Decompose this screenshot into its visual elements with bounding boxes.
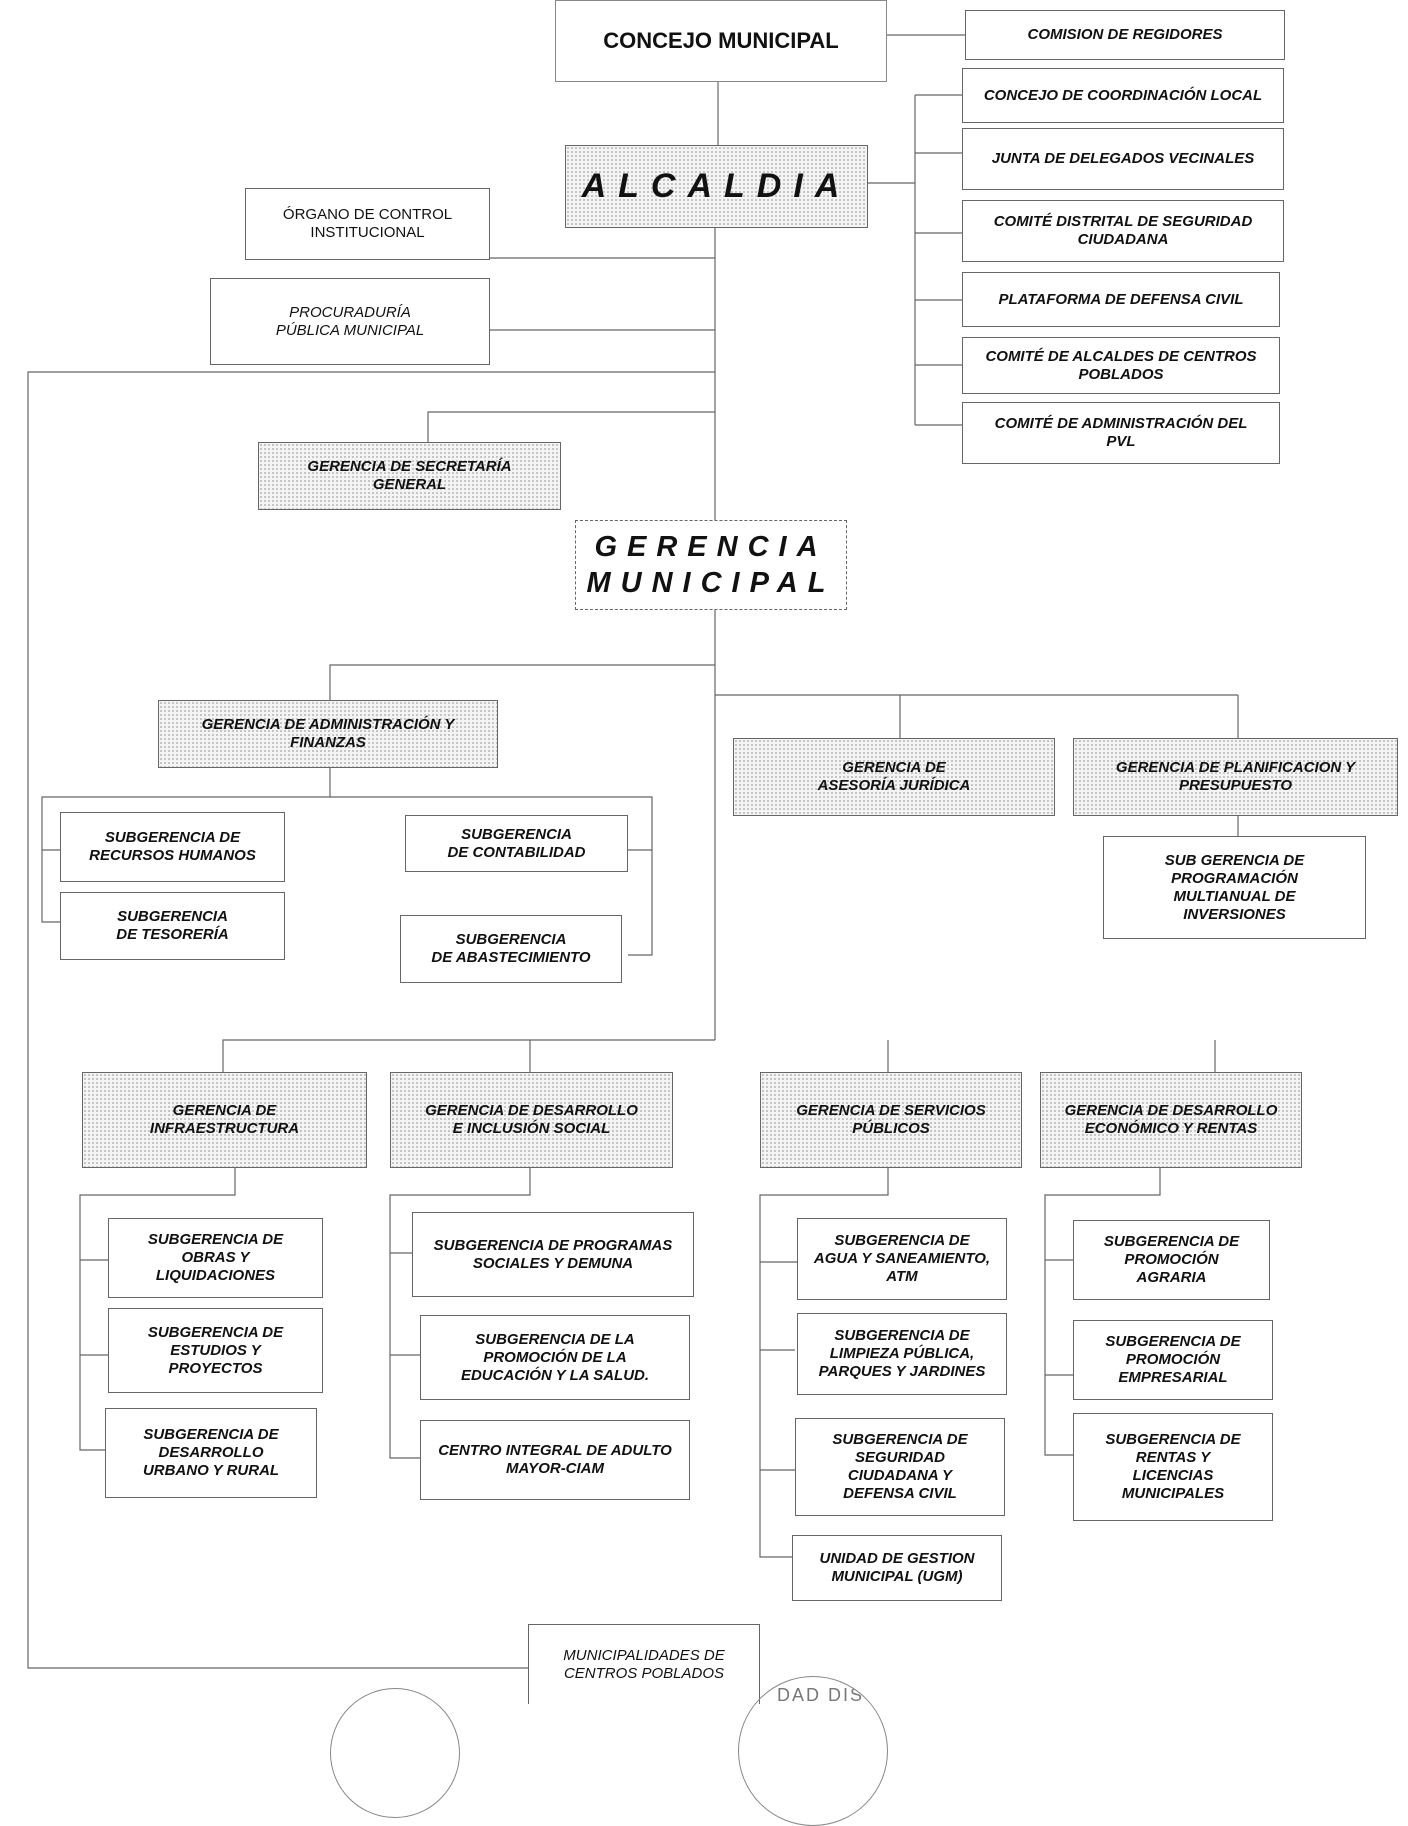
comite-seguridad-label: COMITÉ DISTRITAL DE SEGURIDAD CIUDADANA xyxy=(993,213,1253,248)
centros-poblados-box: MUNICIPALIDADES DE CENTROS POBLADOS xyxy=(528,1624,760,1704)
desarrollo-social-box: GERENCIA DE DESARROLLO E INCLUSIÓN SOCIA… xyxy=(390,1072,673,1168)
desarrollo-economico-label: GERENCIA DE DESARROLLO ECONÓMICO Y RENTA… xyxy=(1064,1102,1278,1137)
ciam-label: CENTRO INTEGRAL DE ADULTO MAYOR-CIAM xyxy=(438,1442,672,1477)
concejo-coordinacion-local-box: CONCEJO DE COORDINACIÓN LOCAL xyxy=(962,68,1284,123)
procuraduria-label: PROCURADURÍA PÚBLICA MUNICIPAL xyxy=(275,303,425,339)
comision-regidores-label: COMISION DE REGIDORES xyxy=(1027,26,1223,43)
infraestructura-box: GERENCIA DE INFRAESTRUCTURA xyxy=(82,1072,367,1168)
estudios-proyectos-label: SUBGERENCIA DE ESTUDIOS Y PROYECTOS xyxy=(147,1323,284,1377)
promocion-empresarial-label: SUBGERENCIA DE PROMOCIÓN EMPRESARIAL xyxy=(1105,1333,1241,1386)
administracion-finanzas-box: GERENCIA DE ADMINISTRACIÓN Y FINANZAS xyxy=(158,700,498,768)
procuraduria-box: PROCURADURÍA PÚBLICA MUNICIPAL xyxy=(210,278,490,365)
organo-control-box: ÓRGANO DE CONTROL INSTITUCIONAL xyxy=(245,188,490,260)
desarrollo-economico-box: GERENCIA DE DESARROLLO ECONÓMICO Y RENTA… xyxy=(1040,1072,1302,1168)
contabilidad-box: SUBGERENCIA DE CONTABILIDAD xyxy=(405,815,628,872)
ugm-label: UNIDAD DE GESTION MUNICIPAL (UGM) xyxy=(819,1550,975,1585)
ciam-box: CENTRO INTEGRAL DE ADULTO MAYOR-CIAM xyxy=(420,1420,690,1500)
promocion-agraria-box: SUBGERENCIA DE PROMOCIÓN AGRARIA xyxy=(1073,1220,1270,1300)
plataforma-defensa-box: PLATAFORMA DE DEFENSA CIVIL xyxy=(962,272,1280,327)
concejo-coordinacion-local-label: CONCEJO DE COORDINACIÓN LOCAL xyxy=(983,86,1263,104)
secretaria-general-box: GERENCIA DE SECRETARÍA GENERAL xyxy=(258,442,561,510)
gerencia-municipal-label: GERENCIA MUNICIPAL xyxy=(586,530,836,599)
comite-alcaldes-box: COMITÉ DE ALCALDES DE CENTROS POBLADOS xyxy=(962,337,1280,394)
stamp-seal-right: DAD DIS xyxy=(738,1676,888,1826)
limpieza-publica-box: SUBGERENCIA DE LIMPIEZA PÚBLICA, PARQUES… xyxy=(797,1313,1007,1395)
ugm-box: UNIDAD DE GESTION MUNICIPAL (UGM) xyxy=(792,1535,1002,1601)
promocion-agraria-label: SUBGERENCIA DE PROMOCIÓN AGRARIA xyxy=(1103,1233,1240,1286)
infraestructura-label: GERENCIA DE INFRAESTRUCTURA xyxy=(149,1102,300,1137)
gerencia-municipal-box: GERENCIA MUNICIPAL xyxy=(575,520,847,610)
planificacion-presupuesto-box: GERENCIA DE PLANIFICACION Y PRESUPUESTO xyxy=(1073,738,1398,816)
agua-saneamiento-label: SUBGERENCIA DE AGUA Y SANEAMIENTO, ATM xyxy=(813,1232,991,1285)
comite-seguridad-box: COMITÉ DISTRITAL DE SEGURIDAD CIUDADANA xyxy=(962,200,1284,262)
abastecimiento-label: SUBGERENCIA DE ABASTECIMIENTO xyxy=(431,931,591,966)
educacion-salud-box: SUBGERENCIA DE LA PROMOCIÓN DE LA EDUCAC… xyxy=(420,1315,690,1400)
stamp-seal-left xyxy=(330,1688,460,1818)
organo-control-label: ÓRGANO DE CONTROL INSTITUCIONAL xyxy=(282,206,453,241)
rentas-licencias-label: SUBGERENCIA DE RENTAS Y LICENCIAS MUNICI… xyxy=(1105,1431,1241,1502)
alcaldia-label: ALCALDIA xyxy=(581,167,852,206)
alcaldia-box: ALCALDIA xyxy=(565,145,868,228)
secretaria-general-label: GERENCIA DE SECRETARÍA GENERAL xyxy=(307,458,512,493)
contabilidad-label: SUBGERENCIA DE CONTABILIDAD xyxy=(447,825,586,861)
servicios-publicos-label: GERENCIA DE SERVICIOS PÚBLICOS xyxy=(796,1102,986,1137)
promocion-empresarial-box: SUBGERENCIA DE PROMOCIÓN EMPRESARIAL xyxy=(1073,1320,1273,1400)
administracion-finanzas-label: GERENCIA DE ADMINISTRACIÓN Y FINANZAS xyxy=(201,716,455,751)
agua-saneamiento-box: SUBGERENCIA DE AGUA Y SANEAMIENTO, ATM xyxy=(797,1218,1007,1300)
desarrollo-social-label: GERENCIA DE DESARROLLO E INCLUSIÓN SOCIA… xyxy=(425,1102,638,1137)
desarrollo-urbano-label: SUBGERENCIA DE DESARROLLO URBANO Y RURAL xyxy=(142,1426,280,1479)
comite-pvl-label: COMITÉ DE ADMINISTRACIÓN DEL PVL xyxy=(994,415,1248,450)
planificacion-presupuesto-label: GERENCIA DE PLANIFICACION Y PRESUPUESTO xyxy=(1115,759,1356,794)
comite-alcaldes-label: COMITÉ DE ALCALDES DE CENTROS POBLADOS xyxy=(985,347,1257,383)
tesoreria-box: SUBGERENCIA DE TESORERÍA xyxy=(60,892,285,960)
abastecimiento-box: SUBGERENCIA DE ABASTECIMIENTO xyxy=(400,915,622,983)
programacion-multianual-label: SUB GERENCIA DE PROGRAMACIÓN MULTIANUAL … xyxy=(1164,851,1305,923)
asesoria-juridica-label: GERENCIA DE ASESORÍA JURÍDICA xyxy=(817,759,971,794)
rentas-licencias-box: SUBGERENCIA DE RENTAS Y LICENCIAS MUNICI… xyxy=(1073,1413,1273,1521)
obras-liquidaciones-box: SUBGERENCIA DE OBRAS Y LIQUIDACIONES xyxy=(108,1218,323,1298)
programas-sociales-label: SUBGERENCIA DE PROGRAMAS SOCIALES Y DEMU… xyxy=(433,1236,673,1272)
asesoria-juridica-box: GERENCIA DE ASESORÍA JURÍDICA xyxy=(733,738,1055,816)
recursos-humanos-label: SUBGERENCIA DE RECURSOS HUMANOS xyxy=(89,829,256,864)
concejo-municipal-box: CONCEJO MUNICIPAL xyxy=(555,0,887,82)
seguridad-ciudadana-label: SUBGERENCIA DE SEGURIDAD CIUDADANA Y DEF… xyxy=(832,1431,968,1502)
centros-poblados-label: MUNICIPALIDADES DE CENTROS POBLADOS xyxy=(563,1646,725,1682)
programas-sociales-box: SUBGERENCIA DE PROGRAMAS SOCIALES Y DEMU… xyxy=(412,1212,694,1297)
comision-regidores-box: COMISION DE REGIDORES xyxy=(965,10,1285,60)
estudios-proyectos-box: SUBGERENCIA DE ESTUDIOS Y PROYECTOS xyxy=(108,1308,323,1393)
programacion-multianual-box: SUB GERENCIA DE PROGRAMACIÓN MULTIANUAL … xyxy=(1103,836,1366,939)
plataforma-defensa-label: PLATAFORMA DE DEFENSA CIVIL xyxy=(998,290,1244,308)
connector-lines xyxy=(27,34,1239,1669)
concejo-municipal-label: CONCEJO MUNICIPAL xyxy=(603,27,839,53)
comite-pvl-box: COMITÉ DE ADMINISTRACIÓN DEL PVL xyxy=(962,402,1280,464)
obras-liquidaciones-label: SUBGERENCIA DE OBRAS Y LIQUIDACIONES xyxy=(147,1231,284,1284)
junta-delegados-box: JUNTA DE DELEGADOS VECINALES xyxy=(962,128,1284,190)
limpieza-publica-label: SUBGERENCIA DE LIMPIEZA PÚBLICA, PARQUES… xyxy=(818,1327,986,1380)
junta-delegados-label: JUNTA DE DELEGADOS VECINALES xyxy=(991,150,1255,167)
recursos-humanos-box: SUBGERENCIA DE RECURSOS HUMANOS xyxy=(60,812,285,882)
tesoreria-label: SUBGERENCIA DE TESORERÍA xyxy=(116,908,229,943)
educacion-salud-label: SUBGERENCIA DE LA PROMOCIÓN DE LA EDUCAC… xyxy=(460,1330,650,1384)
desarrollo-urbano-box: SUBGERENCIA DE DESARROLLO URBANO Y RURAL xyxy=(105,1408,317,1498)
servicios-publicos-box: GERENCIA DE SERVICIOS PÚBLICOS xyxy=(760,1072,1022,1168)
seguridad-ciudadana-box: SUBGERENCIA DE SEGURIDAD CIUDADANA Y DEF… xyxy=(795,1418,1005,1516)
